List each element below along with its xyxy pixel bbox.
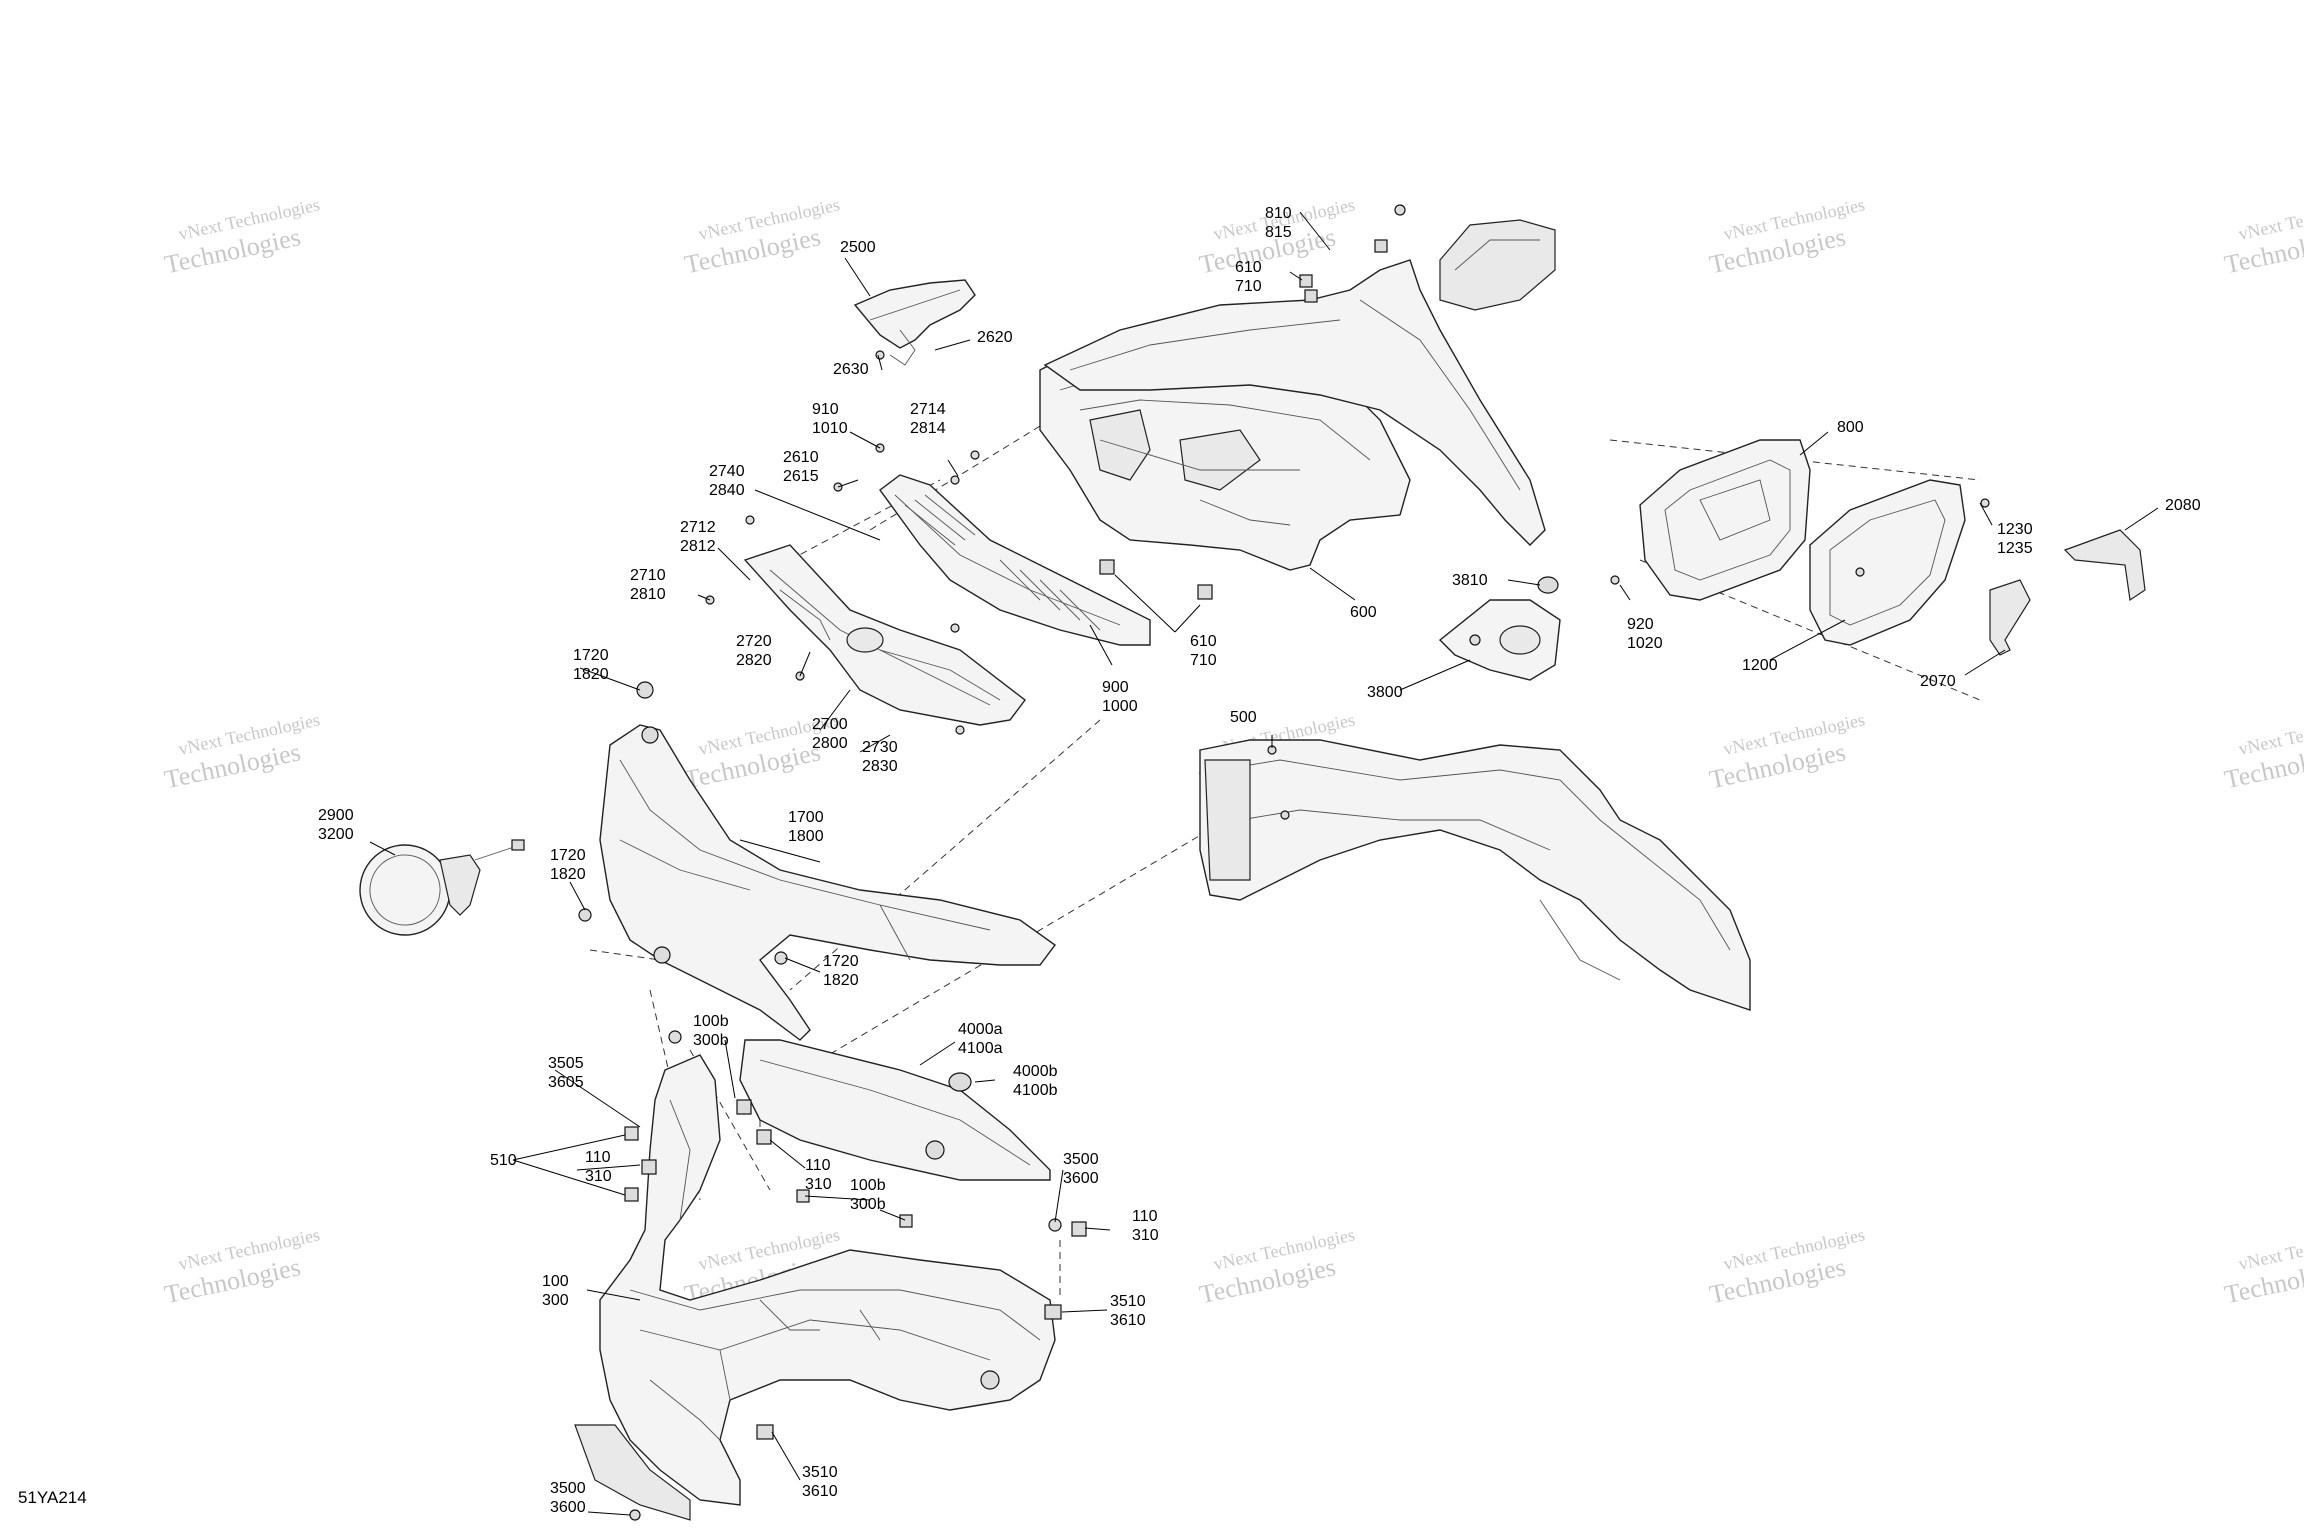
callout-2700: 2700 <box>812 716 848 733</box>
callout-310-c: 310 <box>1132 1227 1159 1244</box>
part-1200-gauge-bezel <box>1809 479 1966 646</box>
callout-100b-b: 100b <box>850 1177 886 1194</box>
callout-310-a: 310 <box>585 1168 612 1185</box>
callout-900: 900 <box>1102 679 1129 696</box>
callout-1010: 1010 <box>812 420 848 437</box>
part-2500-small-cover <box>853 279 976 366</box>
callout-810: 810 <box>1265 205 1292 222</box>
part-2900-side-mirror <box>359 839 525 936</box>
callout-1720-b: 1720 <box>550 847 586 864</box>
callout-1820-b: 1820 <box>550 866 586 883</box>
callout-110-b: 110 <box>805 1157 831 1174</box>
callout-310-b: 310 <box>805 1176 832 1193</box>
callout-3605: 3605 <box>548 1074 584 1091</box>
diagram-reference-code: 51YA214 <box>18 1488 87 1507</box>
callout-3200: 3200 <box>318 826 354 843</box>
callout-300b-b: 300b <box>850 1196 886 1213</box>
callout-110-c: 110 <box>1132 1208 1158 1225</box>
callout-110-a: 110 <box>585 1149 611 1166</box>
part-800-gauge-housing <box>1639 439 1811 601</box>
callout-2740: 2740 <box>709 463 745 480</box>
callout-610-b: 610 <box>1190 633 1217 650</box>
callout-2720: 2720 <box>736 633 772 650</box>
callout-1820-c: 1820 <box>823 972 859 989</box>
callout-2710: 2710 <box>630 567 666 584</box>
callout-100: 100 <box>542 1273 569 1290</box>
callout-3505: 3505 <box>548 1055 584 1072</box>
callout-800: 800 <box>1837 419 1864 436</box>
callout-4100a: 4100a <box>958 1040 1003 1057</box>
callout-910: 910 <box>812 401 839 418</box>
callout-1800: 1800 <box>788 828 824 845</box>
callout-3600-b: 3600 <box>550 1499 586 1516</box>
callout-710-b: 710 <box>1190 652 1217 669</box>
callout-2615: 2615 <box>783 468 819 485</box>
callout-920: 920 <box>1627 616 1654 633</box>
callout-500: 500 <box>1230 709 1257 726</box>
callout-2714: 2714 <box>910 401 946 418</box>
callout-300: 300 <box>542 1292 569 1309</box>
callout-2080: 2080 <box>2165 497 2201 514</box>
callout-2814: 2814 <box>910 420 946 437</box>
callout-1200: 1200 <box>1742 657 1778 674</box>
callout-100b-a: 100b <box>693 1013 729 1030</box>
callout-1000: 1000 <box>1102 698 1138 715</box>
callout-2070: 2070 <box>1920 673 1956 690</box>
part-2080-2070-seal-strips <box>1989 529 2146 656</box>
callout-3610-a: 3610 <box>1110 1312 1146 1329</box>
part-1700-side-fairing <box>599 724 1056 1041</box>
callout-1820-a: 1820 <box>573 666 609 683</box>
callout-2610: 2610 <box>783 449 819 466</box>
callout-600: 600 <box>1350 604 1377 621</box>
part-4000-side-panel <box>739 1039 1051 1181</box>
callout-4100b: 4100b <box>1013 1082 1058 1099</box>
callout-2820: 2820 <box>736 652 772 669</box>
callout-2712: 2712 <box>680 519 716 536</box>
callout-300b-a: 300b <box>693 1032 729 1049</box>
part-500-support-frame <box>1199 739 1751 1011</box>
part-3800-bracket <box>1438 576 1561 681</box>
callout-610-a: 610 <box>1235 259 1262 276</box>
callout-1700: 1700 <box>788 809 824 826</box>
callout-labels: 2500 2620 2630 910 1010 2714 2814 2740 2… <box>318 205 2201 1516</box>
callout-3510-a: 3510 <box>1110 1293 1146 1310</box>
callout-3500-b: 3500 <box>550 1480 586 1497</box>
callout-2900: 2900 <box>318 807 354 824</box>
callout-2630: 2630 <box>833 361 869 378</box>
callout-2730: 2730 <box>862 739 898 756</box>
callout-4000a: 4000a <box>958 1021 1003 1038</box>
callout-1020: 1020 <box>1627 635 1663 652</box>
part-100-lower-frame <box>574 1054 1056 1521</box>
callout-2810: 2810 <box>630 586 666 603</box>
leader-lines <box>369 211 2159 1516</box>
callout-2500: 2500 <box>840 239 876 256</box>
callout-2800: 2800 <box>812 735 848 752</box>
part-810-mirror-stalk <box>1043 219 1556 546</box>
callout-3810: 3810 <box>1452 572 1488 589</box>
part-900-ribbed-deflector <box>879 474 1151 646</box>
callout-2840: 2840 <box>709 482 745 499</box>
callout-510: 510 <box>490 1152 517 1169</box>
callout-4000b: 4000b <box>1013 1063 1058 1080</box>
callout-1235: 1235 <box>1997 540 2033 557</box>
callout-3600-a: 3600 <box>1063 1170 1099 1187</box>
part-2700-side-trim-panel <box>743 544 1026 726</box>
callout-3610-b: 3610 <box>802 1483 838 1500</box>
callout-1720-c: 1720 <box>823 953 859 970</box>
callout-2620: 2620 <box>977 329 1013 346</box>
callout-3500-a: 3500 <box>1063 1151 1099 1168</box>
callout-2812: 2812 <box>680 538 716 555</box>
fastener-hardware <box>578 204 1990 1521</box>
callout-710-a: 710 <box>1235 278 1262 295</box>
callout-3800: 3800 <box>1367 684 1403 701</box>
callout-1720-a: 1720 <box>573 647 609 664</box>
callout-1230: 1230 <box>1997 521 2033 538</box>
callout-3510-b: 3510 <box>802 1464 838 1481</box>
callout-815: 815 <box>1265 224 1292 241</box>
callout-2830: 2830 <box>862 758 898 775</box>
